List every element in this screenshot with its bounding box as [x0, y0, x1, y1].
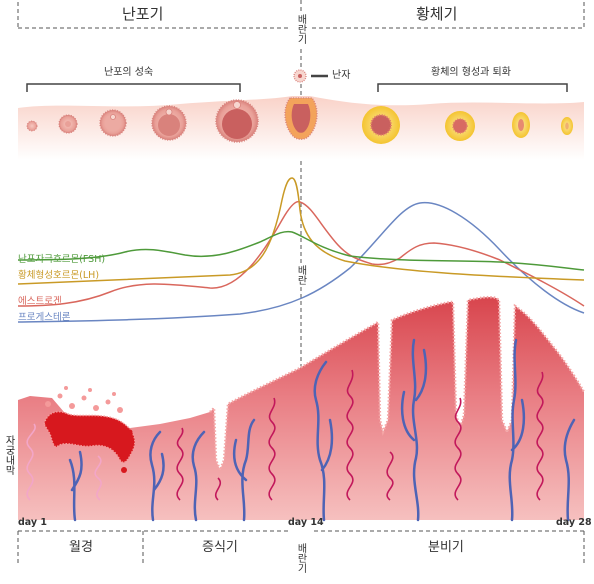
top-phase-bar: [17, 2, 585, 29]
lh-curve: [17, 177, 585, 285]
follicle-3: [99, 109, 127, 137]
phase-menstrual: 월경: [69, 540, 93, 555]
ovulation-label-top: 배란기: [295, 12, 306, 46]
corpus-luteum-4: [561, 117, 573, 135]
phase-secretory: 분비기: [428, 540, 464, 555]
follicle-1: [26, 120, 38, 132]
estrogen-curve: [17, 200, 585, 307]
day-end: day 28: [556, 517, 592, 528]
day-mid: day 14: [288, 517, 324, 528]
ruptured-follicle: [284, 97, 318, 140]
corpus-luteum-label: 황체의 형성과 퇴화: [431, 67, 511, 78]
hormone-label-progesterone: 프로게스테론: [18, 312, 71, 323]
follicle-maturation-label: 난포의 성숙: [104, 67, 154, 78]
phase-proliferative: 증식기: [202, 540, 238, 555]
hormone-label-lh: 황체형성호르몬(LH): [18, 270, 100, 281]
follicle-4: [151, 105, 187, 141]
corpus-luteum-3: [512, 112, 530, 138]
follicle-2: [58, 114, 78, 134]
phase-follicular: 난포기: [122, 5, 164, 23]
endometrium-tissue: [18, 297, 584, 520]
ovulation-label-chart: 배란: [295, 263, 306, 287]
day-start: day 1: [18, 517, 48, 528]
veins: [68, 338, 576, 522]
progesterone-curve: [17, 201, 585, 323]
hormone-curves: [17, 177, 585, 323]
spiral-arteries: [26, 369, 544, 501]
maturation-bracket: [26, 83, 241, 92]
hormone-label-fsh: 난포자극호르몬(FSH): [18, 254, 106, 265]
corpus-luteum-1: [362, 106, 400, 144]
egg-label: 난자: [332, 70, 351, 81]
phase-luteal: 황체기: [416, 5, 458, 23]
luteum-bracket: [377, 83, 568, 92]
egg-cell: [293, 69, 307, 83]
menstrual-bleeding: [43, 386, 136, 473]
ovulation-label-bottom: 배란기: [295, 541, 306, 575]
follicle-5: [215, 99, 259, 143]
corpus-luteum-2: [445, 111, 475, 141]
bottom-phase-bar: [17, 530, 585, 565]
endometrium-border: [209, 295, 586, 474]
endometrium-label: 자궁내막: [3, 435, 14, 475]
hormone-label-estrogen: 에스트로겐: [18, 296, 62, 307]
fsh-curve: [17, 230, 585, 271]
